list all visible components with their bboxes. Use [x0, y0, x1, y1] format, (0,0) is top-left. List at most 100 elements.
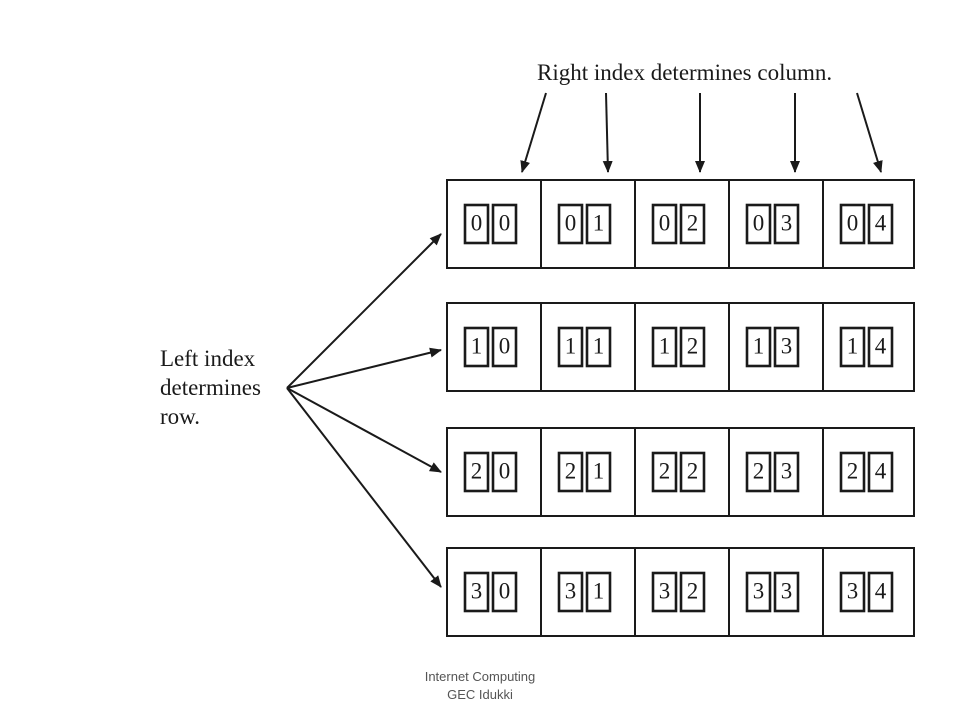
column-index: 1 — [593, 210, 605, 235]
index-bracket — [839, 571, 866, 613]
footer-institution: GEC Idukki — [447, 687, 513, 702]
column-index-caption: Right index determines column. — [537, 60, 833, 85]
column-index: 0 — [499, 333, 511, 358]
row-caption-line-3: row. — [160, 404, 201, 429]
column-index: 4 — [875, 458, 887, 483]
column-index: 4 — [875, 333, 887, 358]
index-bracket — [679, 203, 706, 245]
index-bracket — [773, 203, 800, 245]
index-bracket — [651, 203, 678, 245]
row-arrow — [286, 233, 442, 389]
index-bracket — [491, 571, 518, 613]
column-arrow — [856, 92, 883, 173]
row-index: 1 — [847, 333, 859, 358]
index-bracket — [491, 451, 518, 493]
index-bracket — [491, 203, 518, 245]
row-frame — [446, 302, 915, 392]
index-bracket — [557, 571, 584, 613]
row-arrow — [286, 387, 442, 473]
index-bracket — [491, 326, 518, 368]
row-index: 3 — [565, 578, 577, 603]
column-index: 4 — [875, 578, 887, 603]
row-index-caption: Left index determines row. — [160, 344, 261, 431]
index-bracket — [745, 451, 772, 493]
row-index: 3 — [659, 578, 671, 603]
index-bracket — [651, 571, 678, 613]
index-bracket — [651, 451, 678, 493]
index-bracket — [773, 326, 800, 368]
index-bracket — [867, 203, 894, 245]
index-bracket — [679, 451, 706, 493]
index-bracket — [773, 451, 800, 493]
footer-course: Internet Computing — [424, 669, 536, 684]
column-index: 3 — [781, 578, 793, 603]
column-index: 0 — [499, 578, 511, 603]
column-index: 2 — [687, 458, 699, 483]
index-bracket — [839, 451, 866, 493]
row-index: 0 — [753, 210, 765, 235]
index-bracket — [463, 203, 490, 245]
column-index: 2 — [687, 210, 699, 235]
row-index: 2 — [847, 458, 859, 483]
index-bracket — [679, 571, 706, 613]
row-index: 1 — [565, 333, 577, 358]
footer: Internet Computing GEC Idukki — [380, 668, 580, 704]
row-index: 0 — [565, 210, 577, 235]
index-bracket — [745, 203, 772, 245]
index-bracket — [839, 326, 866, 368]
index-bracket — [463, 451, 490, 493]
row-index: 0 — [659, 210, 671, 235]
column-index: 3 — [781, 458, 793, 483]
index-bracket — [463, 326, 490, 368]
index-bracket — [585, 571, 612, 613]
column-index: 3 — [781, 210, 793, 235]
index-bracket — [585, 451, 612, 493]
index-bracket — [557, 326, 584, 368]
column-index: 1 — [593, 578, 605, 603]
index-bracket — [745, 571, 772, 613]
column-arrow — [520, 92, 547, 173]
column-index: 3 — [781, 333, 793, 358]
index-bracket — [463, 571, 490, 613]
row-index: 3 — [753, 578, 765, 603]
row-index: 0 — [847, 210, 859, 235]
index-bracket — [557, 451, 584, 493]
index-bracket — [557, 203, 584, 245]
index-bracket — [867, 326, 894, 368]
column-index: 1 — [593, 333, 605, 358]
row-index: 2 — [471, 458, 483, 483]
column-index: 4 — [875, 210, 887, 235]
row-caption-line-1: Left index — [160, 346, 256, 371]
row-index: 1 — [471, 333, 483, 358]
column-arrow — [602, 92, 613, 173]
row-index: 2 — [659, 458, 671, 483]
index-bracket — [867, 451, 894, 493]
index-bracket — [773, 571, 800, 613]
arrows — [286, 92, 883, 588]
index-bracket — [585, 203, 612, 245]
row-arrow — [286, 347, 442, 389]
